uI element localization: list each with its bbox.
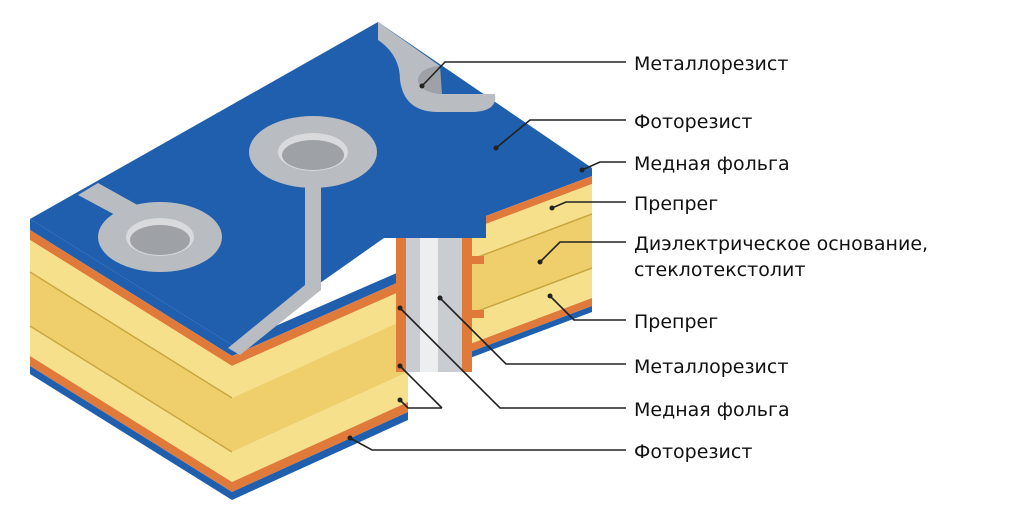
r-layer-line-1 bbox=[469, 213, 593, 261]
leader-copper-inner-3 bbox=[399, 399, 442, 409]
fr-photoresist bbox=[232, 268, 408, 356]
fr-photoresist-bottom bbox=[232, 412, 408, 500]
pad-center-hole-inner bbox=[282, 140, 344, 170]
trace-center bbox=[228, 178, 321, 355]
r-prepreg bbox=[470, 184, 592, 260]
leader-photoresist-top bbox=[495, 119, 626, 149]
front-copper-top bbox=[30, 230, 232, 366]
label-dielectric-line2: стеклотекстолит bbox=[634, 259, 806, 281]
edge-half-pad bbox=[378, 22, 496, 112]
label-photoresist-bottom: Фоторезист bbox=[634, 441, 753, 463]
leader-copper-top bbox=[581, 161, 626, 171]
leader-dot bbox=[397, 305, 403, 311]
front-core bbox=[30, 272, 232, 452]
r-layer-line-2 bbox=[469, 267, 593, 315]
fr-prepreg-bottom bbox=[232, 372, 408, 482]
r-core bbox=[470, 214, 592, 314]
leader-prepreg-top bbox=[551, 201, 626, 209]
label-copper-foil-inner: Медная фольга bbox=[634, 399, 790, 421]
right-stack bbox=[469, 168, 593, 358]
via-barrel-shine bbox=[420, 222, 438, 372]
label-photoresist-top: Фоторезист bbox=[634, 111, 753, 133]
front-photoresist-bottom bbox=[30, 366, 232, 500]
r-inner-copper-1 bbox=[470, 256, 484, 264]
leader-photoresist-bottom bbox=[349, 437, 626, 451]
fr-copper bbox=[232, 278, 408, 366]
label-metal-resist-via: Металлорезист bbox=[634, 356, 789, 378]
front-left-stack bbox=[29, 219, 233, 500]
label-prepreg-bottom: Препрег bbox=[634, 311, 719, 333]
front-prepreg-top bbox=[30, 240, 232, 398]
leader-lines bbox=[349, 61, 626, 451]
r-prepreg-bottom bbox=[470, 268, 592, 344]
leader-dot bbox=[437, 295, 443, 301]
top-metal-features bbox=[78, 22, 496, 355]
front-layer-line-2 bbox=[29, 325, 233, 453]
leader-dots bbox=[347, 83, 585, 441]
label-prepreg-top: Препрег bbox=[634, 193, 719, 215]
label-dielectric-line1: Диэлектрическое основание, bbox=[634, 233, 929, 255]
front-photoresist-edge bbox=[30, 219, 232, 356]
leader-dot bbox=[549, 205, 555, 211]
leader-dot bbox=[347, 435, 353, 441]
r-inner-copper-2 bbox=[470, 310, 484, 318]
leader-copper-inner-2 bbox=[399, 365, 443, 409]
label-copper-foil-top: Медная фольга bbox=[634, 153, 790, 175]
r-photoresist-bottom bbox=[470, 306, 592, 358]
r-photoresist bbox=[470, 168, 592, 222]
leader-resist-via bbox=[439, 297, 626, 365]
label-metal-resist-top: Металлорезист bbox=[634, 53, 789, 75]
front-right-stack bbox=[232, 268, 408, 500]
leader-dot bbox=[537, 259, 543, 265]
leader-dot bbox=[419, 83, 425, 89]
leader-dot bbox=[579, 167, 585, 173]
fr-prepreg bbox=[232, 288, 408, 398]
pad-left-hole-inner bbox=[130, 225, 190, 255]
leader-dot bbox=[493, 145, 499, 151]
via-copper-right bbox=[462, 222, 472, 372]
front-prepreg-bottom bbox=[30, 326, 232, 482]
leader-copper-inner-1 bbox=[399, 307, 626, 409]
front-layer-line-1 bbox=[29, 271, 233, 399]
leader-prepreg-bottom bbox=[549, 295, 626, 321]
leader-resist-top bbox=[421, 61, 626, 87]
fr-core bbox=[232, 318, 408, 452]
r-copper-bottom bbox=[470, 298, 592, 352]
leader-dot bbox=[397, 363, 403, 369]
r-copper bbox=[470, 176, 592, 230]
leader-dot bbox=[397, 397, 403, 403]
leader-dot bbox=[547, 293, 553, 299]
front-copper-bottom bbox=[30, 356, 232, 492]
fr-copper-bottom bbox=[232, 402, 408, 492]
via-copper-left bbox=[396, 222, 406, 372]
leader-dielectric bbox=[539, 241, 626, 263]
